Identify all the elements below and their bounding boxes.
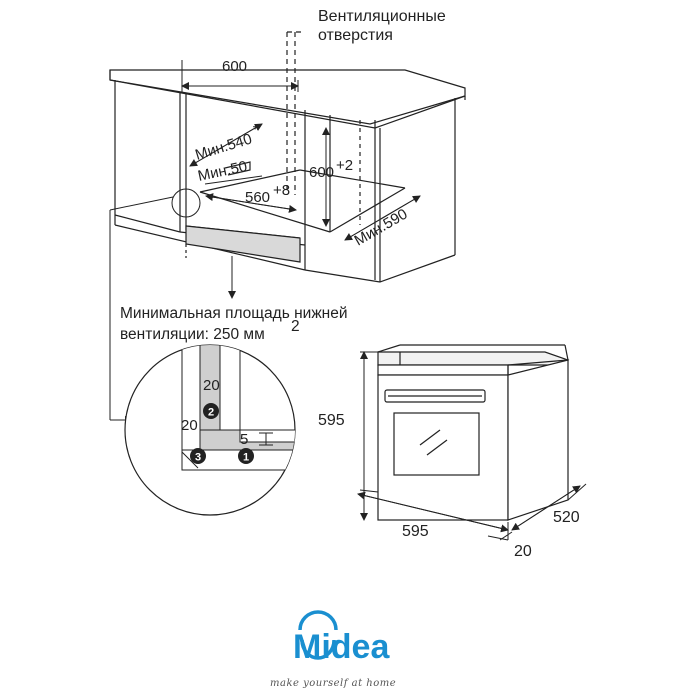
bottom-vent-sup: 2 (291, 318, 300, 335)
detail-dim-20-top: 20 (203, 377, 220, 394)
midea-swoosh-icon (298, 610, 338, 660)
detail-dim-20-left: 20 (181, 417, 198, 434)
marker-1: 1 (238, 448, 254, 464)
svg-text:560: 560 (245, 189, 270, 206)
vent-label-line2: отверстия (318, 27, 393, 44)
niche-dimension-lines (181, 60, 421, 241)
midea-logo: Midea make yourself at home (270, 610, 396, 689)
detail-dim-5: 5 (240, 431, 248, 448)
dim-min-590: Мин.590 (352, 206, 411, 250)
oven-door-20: 20 (514, 543, 532, 560)
oven-depth-520: 520 (553, 509, 580, 526)
svg-text:3: 3 (195, 452, 201, 464)
oven-drawing (377, 344, 570, 521)
detail-circle: 2 3 1 20 20 5 (124, 344, 296, 516)
svg-text:600: 600 (309, 164, 334, 181)
oven-height-595: 595 (318, 412, 345, 429)
oven-dimension-lines (357, 351, 587, 541)
brand-name: Midea (293, 628, 390, 666)
bottom-vent-line2: вентиляции: 250 мм (120, 326, 265, 343)
detail-leader (109, 188, 236, 424)
cabinet-drawing (109, 31, 466, 283)
bottom-vent-line1: Минимальная площадь нижней (120, 305, 348, 322)
dim-min-540: Мин.540 * (193, 121, 262, 164)
dim-height-600: 600 +2 (309, 157, 353, 181)
vent-label-line1: Вентиляционные (318, 8, 446, 25)
marker-3: 3 (190, 448, 206, 464)
dim-width-600: 600 (222, 58, 247, 75)
svg-text:+2: +2 (336, 157, 353, 174)
svg-text:1: 1 (243, 452, 249, 464)
svg-text:*: * (251, 121, 262, 139)
svg-text:2: 2 (208, 407, 214, 419)
svg-text:+8: +8 (273, 182, 290, 199)
oven-width-595: 595 (402, 523, 429, 540)
marker-2: 2 (203, 403, 219, 419)
svg-text:Мин.590: Мин.590 (352, 206, 411, 250)
brand-slogan: make yourself at home (270, 678, 396, 689)
dim-width-560: 560 +8 (245, 182, 290, 206)
